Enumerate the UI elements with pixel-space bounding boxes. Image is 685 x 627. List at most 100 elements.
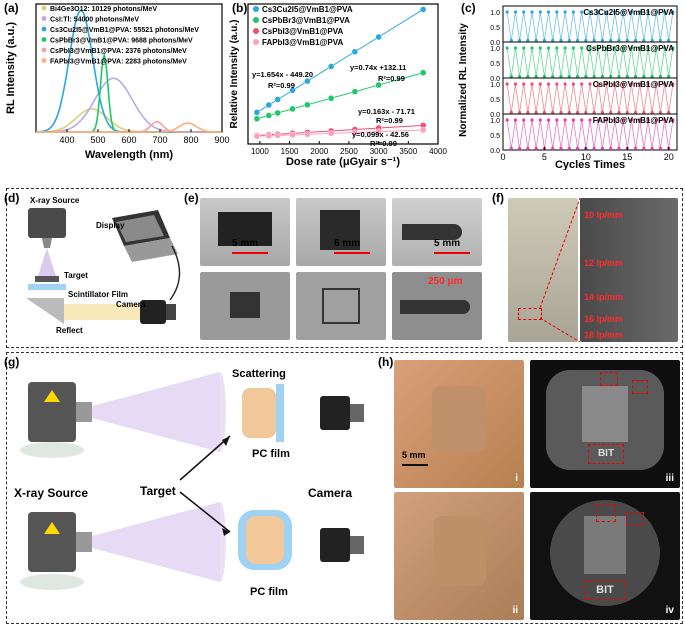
a-legend-label-1: CsI:Tl: 54000 photons/MeV	[50, 17, 139, 24]
scale-label-4: 250 μm	[428, 276, 463, 287]
photo-chip-1	[200, 198, 290, 266]
b-fit-line-3	[256, 129, 424, 137]
b-legend-label-2: CsPbI3@VmB1@PVA	[262, 27, 343, 36]
b-fit-line-0	[256, 9, 424, 113]
camera-lens	[166, 304, 176, 320]
c-line-0	[506, 11, 674, 41]
b-xtick-label-5: 3500	[399, 147, 417, 156]
xray-target-curved: BIT iv	[530, 492, 680, 620]
c-ytick-label-0-0: 0.0	[490, 40, 500, 47]
scintillator-film	[28, 284, 66, 290]
resolution-xray-image: 10 lp/mm 12 lp/mm 14 lp/mm 16 lp/mm 18 l…	[580, 198, 678, 342]
setup-display-label: Display	[96, 221, 125, 230]
logo-box-iii: BIT	[588, 444, 624, 464]
b-fit-text-6: y=0.099x - 42.56	[352, 130, 409, 139]
top-source-body	[28, 382, 76, 442]
b-point-1-1	[265, 112, 272, 119]
c-xtick-label-1: 5	[542, 152, 547, 162]
b-point-3-4	[304, 131, 311, 138]
b-point-3-5	[327, 130, 335, 137]
pen-body	[402, 224, 462, 240]
photo-target-flat: 5 mm i	[394, 360, 524, 488]
b-legend-marker-2	[253, 28, 259, 34]
b-xtick-label-1: 1500	[281, 147, 299, 156]
xray-pen	[392, 272, 482, 340]
c-ytick-label-2-1: 0.5	[490, 97, 500, 104]
b-point-1-4	[304, 101, 311, 108]
xray-tree-iii	[582, 386, 628, 442]
b-point-3-2	[274, 132, 281, 139]
bottom-camera	[320, 528, 350, 562]
a-xtick-label-3: 700	[152, 135, 167, 145]
roi-box-iii-2	[632, 380, 648, 394]
b-xtick-label-6: 4000	[429, 147, 447, 156]
scale-label-1: 5 mm	[232, 238, 259, 249]
c-subplot-title-0: Cs3Cu2I5@VmB1@PVA	[583, 8, 674, 17]
bottom-beam	[92, 502, 220, 582]
laptop-base	[124, 238, 178, 262]
b-point-0-5	[327, 63, 335, 70]
c-subplot-title-2: CsPbI3@VmB1@PVA	[593, 80, 674, 89]
scale-label-3: 5 mm	[434, 238, 461, 249]
b-point-0-0	[253, 109, 261, 116]
b-legend-label-3: FAPbI3@VmB1@PVA	[262, 38, 343, 47]
c-xtick-label-0: 0	[500, 152, 505, 162]
c-subplot-title-3: FAPbI3@VmB1@PVA	[593, 116, 674, 125]
panel-a-label: (a)	[4, 1, 19, 15]
xray-source-body	[28, 208, 66, 238]
a-legend-label-4: CsPbI3@VmB1@PVA: 2376 photons/MeV	[50, 48, 187, 55]
resolution-card-photo	[508, 198, 578, 342]
b-fit-text-3: R²=0.99	[378, 74, 405, 83]
b-fit-line-1	[256, 72, 424, 120]
c-subplot-frame-3	[502, 113, 678, 151]
c-ytick-label-0-1: 0.5	[490, 25, 500, 32]
logo-box-iv: BIT	[584, 580, 626, 600]
a-xtick-label-2: 600	[121, 135, 136, 145]
setup-reflect-label: Reflect	[56, 326, 83, 335]
lp-12: 12 lp/mm	[584, 258, 624, 268]
a-xtick-label-5: 900	[214, 135, 229, 145]
photo-chip-2	[296, 198, 386, 266]
b-point-3-7	[375, 128, 382, 135]
c-ytick-label-1-1: 0.5	[490, 61, 500, 68]
a-legend-label-5: FAPbI3@VmB1@PVA: 2283 photons/MeV	[50, 59, 187, 66]
b-point-1-0	[253, 115, 261, 122]
xray-nozzle	[42, 238, 52, 248]
reflect-mirror	[26, 298, 64, 324]
panel-h-label: (h)	[378, 355, 394, 369]
lp-14: 14 lp/mm	[584, 292, 624, 302]
a-xtick-label-4: 800	[183, 135, 198, 145]
c-xtick-label-4: 20	[664, 152, 674, 162]
a-legend-label-0: Bi4Ge3O12: 10129 photons/MeV	[50, 6, 157, 13]
h-sub-iii: iii	[665, 473, 674, 484]
b-xtick-label-2: 2000	[310, 147, 328, 156]
setup-camera-label: Camera	[116, 300, 146, 309]
setup-schematic: X-ray Source Display Target Scintillator…	[20, 196, 192, 346]
top-target-film	[242, 388, 276, 438]
g-target-label: Target	[140, 484, 176, 498]
b-xtick-label-3: 2500	[340, 147, 358, 156]
photo-pen	[392, 198, 482, 266]
chart-b-ylabel: Relative Intensity (a.u.)	[229, 20, 240, 129]
b-legend-label-0: Cs3Cu2I5@VmB1@PVA	[262, 5, 353, 14]
a-legend-marker-0	[41, 5, 47, 11]
b-fit-line-2	[256, 124, 424, 136]
light-path	[64, 304, 142, 320]
top-beam	[92, 372, 220, 452]
b-point-3-6	[351, 129, 359, 136]
a-legend-marker-2	[41, 26, 47, 32]
b-point-1-2	[274, 109, 281, 117]
lp-18: 18 lp/mm	[584, 330, 624, 340]
xray-chip-1	[200, 272, 290, 340]
lp-10: 10 lp/mm	[584, 210, 624, 220]
c-line-2	[506, 83, 674, 113]
tree-shape-i	[432, 386, 486, 452]
g-camera-label: Camera	[308, 486, 353, 500]
bottom-target-film	[246, 516, 284, 564]
b-point-0-1	[265, 101, 272, 109]
panel-d-label: (d)	[4, 191, 20, 205]
scattering-label: Scattering	[232, 368, 286, 380]
c-subplot-title-1: CsPbBr3@VmB1@PVA	[586, 44, 674, 53]
xray-target-flat: BIT iii	[530, 360, 680, 488]
